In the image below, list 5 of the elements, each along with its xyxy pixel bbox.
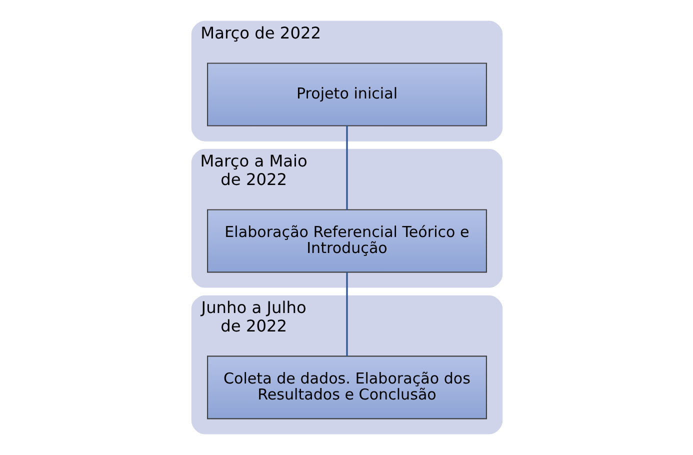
node-box: Projeto inicial <box>206 62 486 126</box>
connector <box>346 126 348 210</box>
node-box: Coleta de dados. Elaboração dos Resultados e Conclusão <box>206 356 486 420</box>
connector <box>346 272 348 356</box>
node-box: Elaboração Referencial Teórico e Introdução <box>206 209 486 273</box>
